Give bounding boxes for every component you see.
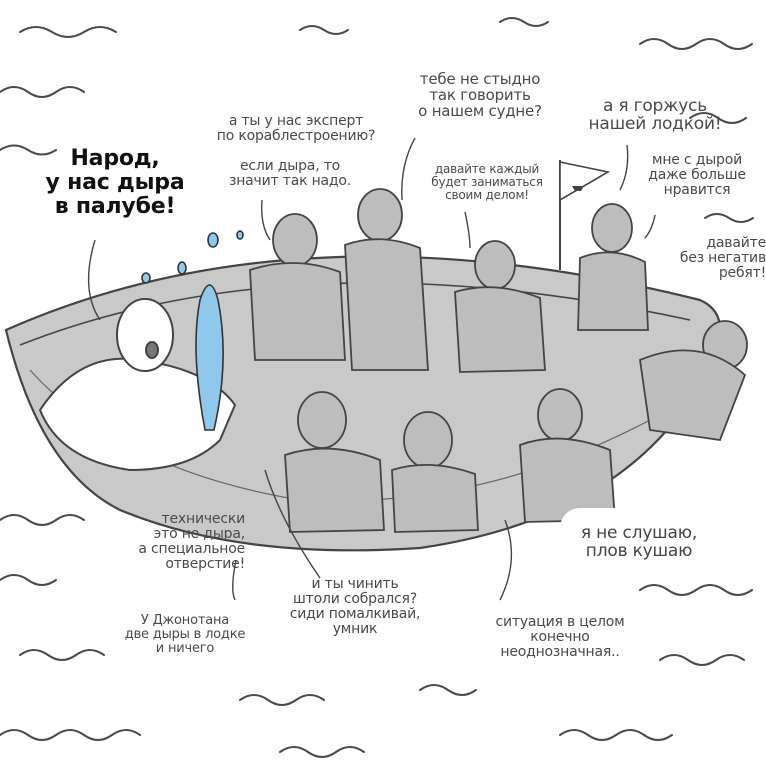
caption-pilaf: я не слушаю, плов кушаю [580, 523, 698, 562]
caption-each-own: давайте каждый будет заниматься своим де… [431, 162, 543, 202]
caption-fix-it: и ты чинить штоли собрался? сиди помалки… [289, 576, 421, 638]
caption-not-ashamed: тебе не стыдно так говорить о нашем судн… [418, 70, 542, 121]
caption-hole-means: если дыра, то значит так надо. [228, 158, 352, 190]
passengers [249, 188, 748, 533]
caption-like-more: мне с дырой даже больше нравится [648, 152, 746, 199]
caption-situation: ситуация в целом конечно неоднозначная.. [495, 614, 625, 661]
caption-expert: а ты у нас эксперт по кораблестроению? [216, 113, 376, 145]
flag-icon [559, 160, 611, 270]
caption-proud: а я горжусь нашей лодкой! [588, 96, 722, 135]
caption-no-negative: давайте без негатив ребят! [679, 235, 766, 282]
speech-pointers [87, 137, 656, 601]
caption-main-hole: Народ, у нас дыра в палубе! [45, 146, 185, 219]
pilaf-bubble [560, 508, 718, 574]
worried-man [38, 298, 237, 472]
caption-jonathan: У Джонотана две дыры в лодке и ничего [124, 613, 246, 657]
caption-technically: технически это не дыра, а специальное от… [138, 511, 245, 573]
sea-waves [0, 17, 754, 758]
water-jet-icon [141, 230, 244, 431]
